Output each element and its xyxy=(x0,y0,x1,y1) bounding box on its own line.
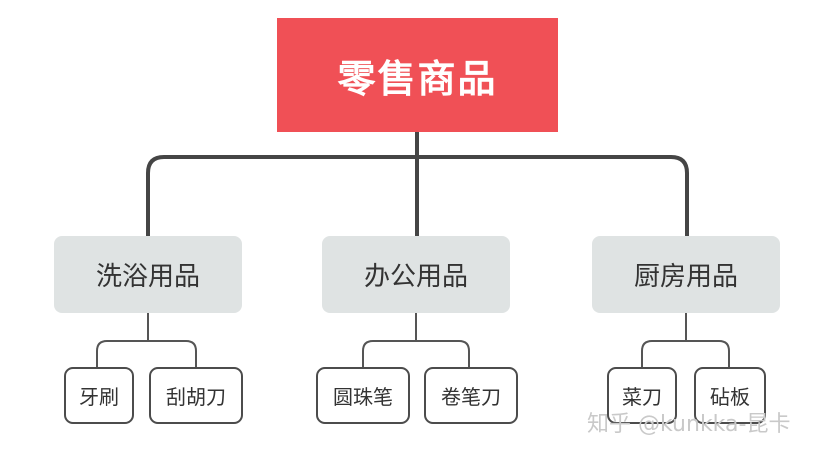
connector-office-branch xyxy=(362,340,470,368)
root-node: 零售商品 xyxy=(277,18,558,132)
category-node-bath: 洗浴用品 xyxy=(54,236,242,313)
connector-kitchen-branch xyxy=(641,340,730,368)
connector-root-right xyxy=(415,155,689,238)
leaf-node-kitchen-knife: 菜刀 xyxy=(607,367,677,424)
category-node-office: 办公用品 xyxy=(322,236,510,313)
leaf-node-cutting-board: 砧板 xyxy=(694,367,766,424)
leaf-node-ballpoint-pen: 圆珠笔 xyxy=(316,367,410,424)
category-node-kitchen: 厨房用品 xyxy=(592,236,780,313)
leaf-node-toothbrush: 牙刷 xyxy=(64,367,134,424)
watermark: 知乎 @kunkka-昆卡 xyxy=(587,412,791,437)
connector-root-left xyxy=(146,155,419,238)
leaf-node-pencil-sharpener: 卷笔刀 xyxy=(424,367,518,424)
leaf-node-razor: 刮胡刀 xyxy=(149,367,243,424)
connector-bath-branch xyxy=(96,340,197,368)
